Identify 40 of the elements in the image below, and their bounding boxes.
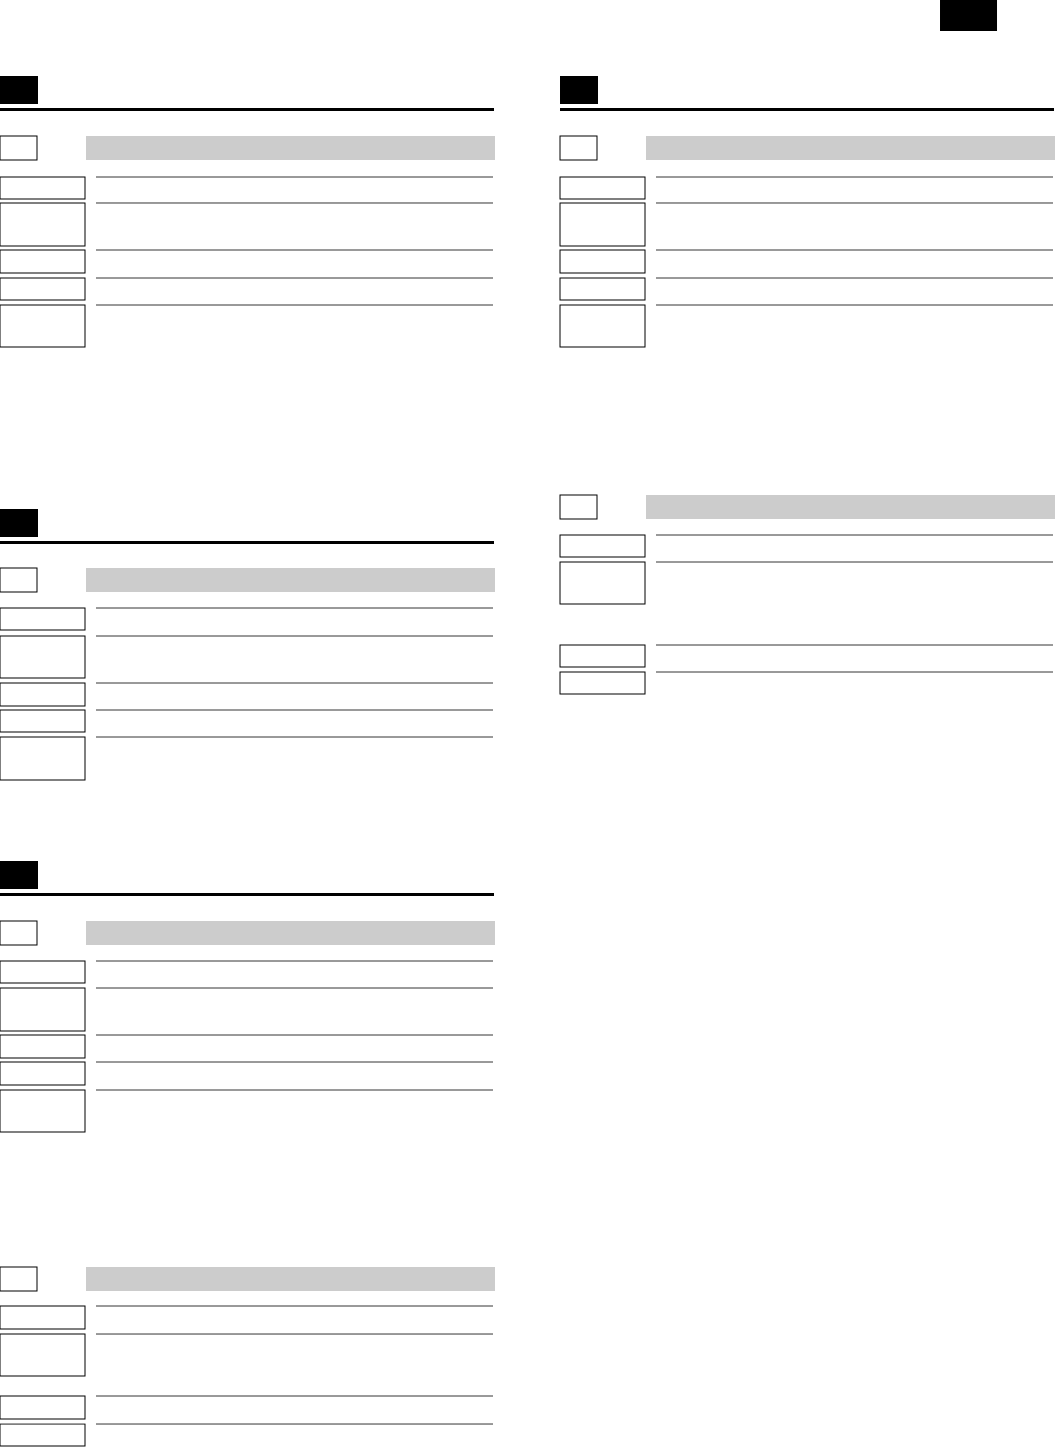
empty-box [0,1333,86,1377]
empty-box [0,277,86,301]
empty-box [0,567,38,593]
empty-box [559,135,598,161]
empty-box [559,644,646,668]
empty-box [0,1266,38,1292]
empty-box [0,1395,86,1420]
empty-box [0,1089,86,1133]
heading-band [86,136,495,160]
empty-box [0,607,86,631]
empty-box [0,304,86,348]
empty-box [0,1034,86,1059]
empty-box [559,671,646,695]
empty-box [0,736,86,781]
empty-box [0,682,86,707]
empty-box [559,561,646,605]
empty-box [0,249,86,274]
empty-box [559,494,598,520]
empty-box [559,176,646,200]
heading-band [646,495,1055,519]
empty-box [0,987,86,1032]
heading-band [86,921,495,945]
empty-box [559,534,646,558]
empty-box [0,920,38,946]
empty-box [0,1305,86,1330]
empty-box [0,709,86,733]
empty-box [559,304,646,348]
empty-box [559,202,646,247]
heading-band [86,1267,495,1291]
empty-box [559,249,646,274]
empty-box [0,960,86,984]
heading-band [646,136,1055,160]
empty-box [0,635,86,679]
heading-band [86,568,495,592]
empty-box [0,176,86,200]
empty-box [0,1061,86,1086]
empty-box [0,1423,86,1447]
empty-box [0,202,86,247]
empty-box [0,135,38,161]
empty-box [559,277,646,301]
